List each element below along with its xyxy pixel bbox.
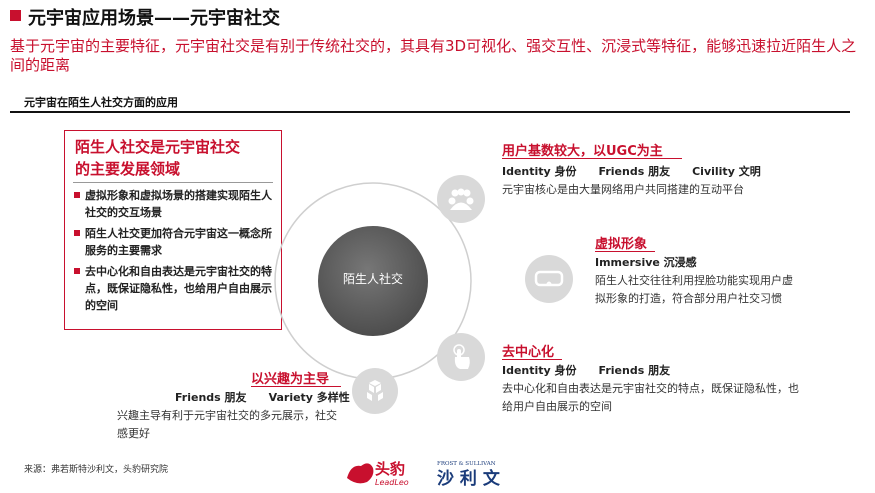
tag: Identity 身份 — [502, 364, 577, 377]
feature-avatar-desc: 陌生人社交往往利用捏脸功能实现用户虚拟形象的打造，符合部分用户社交习惯 — [595, 274, 793, 305]
feature-interest-underline — [251, 386, 341, 387]
bullet-text: 陌生人社交更加符合元宇宙这一概念所服务的主要需求 — [85, 227, 272, 257]
leadleo-logo-en: LeadLeo — [375, 478, 409, 487]
feature-ugc-tags: Identity 身份 Friends 朋友 Civility 文明 — [502, 163, 783, 179]
bullet-item: 去中心化和自由表达是元宇宙社交的特点，既保证隐私性，也给用户自由展示的空间 — [73, 263, 279, 314]
tag: Friends 朋友 — [598, 364, 671, 377]
feature-interest-tags: Friends 朋友 Variety 多样性 — [175, 389, 372, 405]
feature-ugc-underline — [502, 158, 682, 159]
left-panel-divider — [73, 182, 273, 183]
feature-avatar-underline — [595, 251, 655, 252]
tag: Friends 朋友 — [598, 165, 671, 178]
feature-decentral-title: 去中心化 — [502, 345, 555, 360]
section-label: 元宇宙在陌生人社交方面的应用 — [24, 96, 178, 109]
left-panel-heading-line1: 陌生人社交是元宇宙社交 — [75, 138, 241, 156]
tag: Friends 朋友 — [175, 391, 247, 404]
left-panel-heading-line2: 的主要发展领域 — [75, 160, 181, 178]
vr-goggles-icon — [525, 255, 573, 303]
feature-decentral-desc: 去中心化和自由表达是元宇宙社交的特点，既保证隐私性，也给用户自由展示的空间 — [502, 382, 799, 413]
bullet-square-icon — [74, 268, 80, 274]
leadleo-logo-cn: 头豹 — [375, 460, 405, 478]
people-group-icon — [437, 175, 485, 223]
fs-logo-cn: 沙 利 文 — [437, 468, 501, 488]
tag: Variety 多样性 — [268, 391, 350, 404]
feature-avatar-title: 虚拟形象 — [595, 237, 648, 252]
leadleo-logo: 头豹 LeadLeo — [345, 456, 425, 492]
touch-hand-icon — [437, 333, 485, 381]
fs-logo-en: FROST & SULLIVAN — [437, 461, 496, 467]
bullet-square-icon — [74, 230, 80, 236]
left-panel-bullets: 虚拟形象和虚拟场景的搭建实现陌生人社交的交互场景 陌生人社交更加符合元宇宙这一概… — [73, 187, 279, 318]
feature-interest-title: 以兴趣为主导 — [251, 372, 330, 387]
feature-ugc-title: 用户基数较大，以UGC为主 — [502, 144, 663, 159]
page-subtitle: 基于元宇宙的主要特征，元宇宙社交是有别于传统社交的，其具有3D可视化、强交互性、… — [10, 37, 857, 74]
tag: Immersive 沉浸感 — [595, 256, 697, 269]
bullet-item: 陌生人社交更加符合元宇宙这一概念所服务的主要需求 — [73, 225, 279, 259]
bullet-item: 虚拟形象和虚拟场景的搭建实现陌生人社交的交互场景 — [73, 187, 279, 221]
feature-ugc-desc: 元宇宙核心是由大量网络用户共同搭建的互动平台 — [502, 183, 744, 196]
title-marker — [10, 10, 21, 21]
tag: Civility 文明 — [692, 165, 761, 178]
source-note: 来源：弗若斯特沙利文，头豹研究院 — [24, 465, 169, 475]
left-panel-heading: 陌生人社交是元宇宙社交 的主要发展领域 — [75, 136, 275, 180]
bullet-text: 虚拟形象和虚拟场景的搭建实现陌生人社交的交互场景 — [85, 189, 272, 219]
left-panel: 陌生人社交是元宇宙社交 的主要发展领域 虚拟形象和虚拟场景的搭建实现陌生人社交的… — [64, 130, 282, 330]
feature-avatar-tags: Immersive 沉浸感 — [595, 254, 719, 270]
bullet-square-icon — [74, 192, 80, 198]
frost-sullivan-logo: FROST & SULLIVAN 沙 利 文 — [435, 458, 535, 492]
feature-interest-desc: 兴趣主导有利于元宇宙社交的多元展示，社交感更好 — [117, 409, 337, 440]
cubes-icon — [352, 368, 398, 414]
center-label: 陌生人社交 — [342, 272, 403, 286]
page-title: 元宇宙应用场景——元宇宙社交 — [28, 8, 280, 29]
center-circle — [318, 226, 428, 336]
feature-decentral-underline — [502, 359, 562, 360]
feature-decentral-tags: Identity 身份 Friends 朋友 — [502, 362, 692, 378]
section-divider — [10, 111, 850, 113]
tag: Identity 身份 — [502, 165, 577, 178]
bullet-text: 去中心化和自由表达是元宇宙社交的特点，既保证隐私性，也给用户自由展示的空间 — [85, 265, 272, 312]
